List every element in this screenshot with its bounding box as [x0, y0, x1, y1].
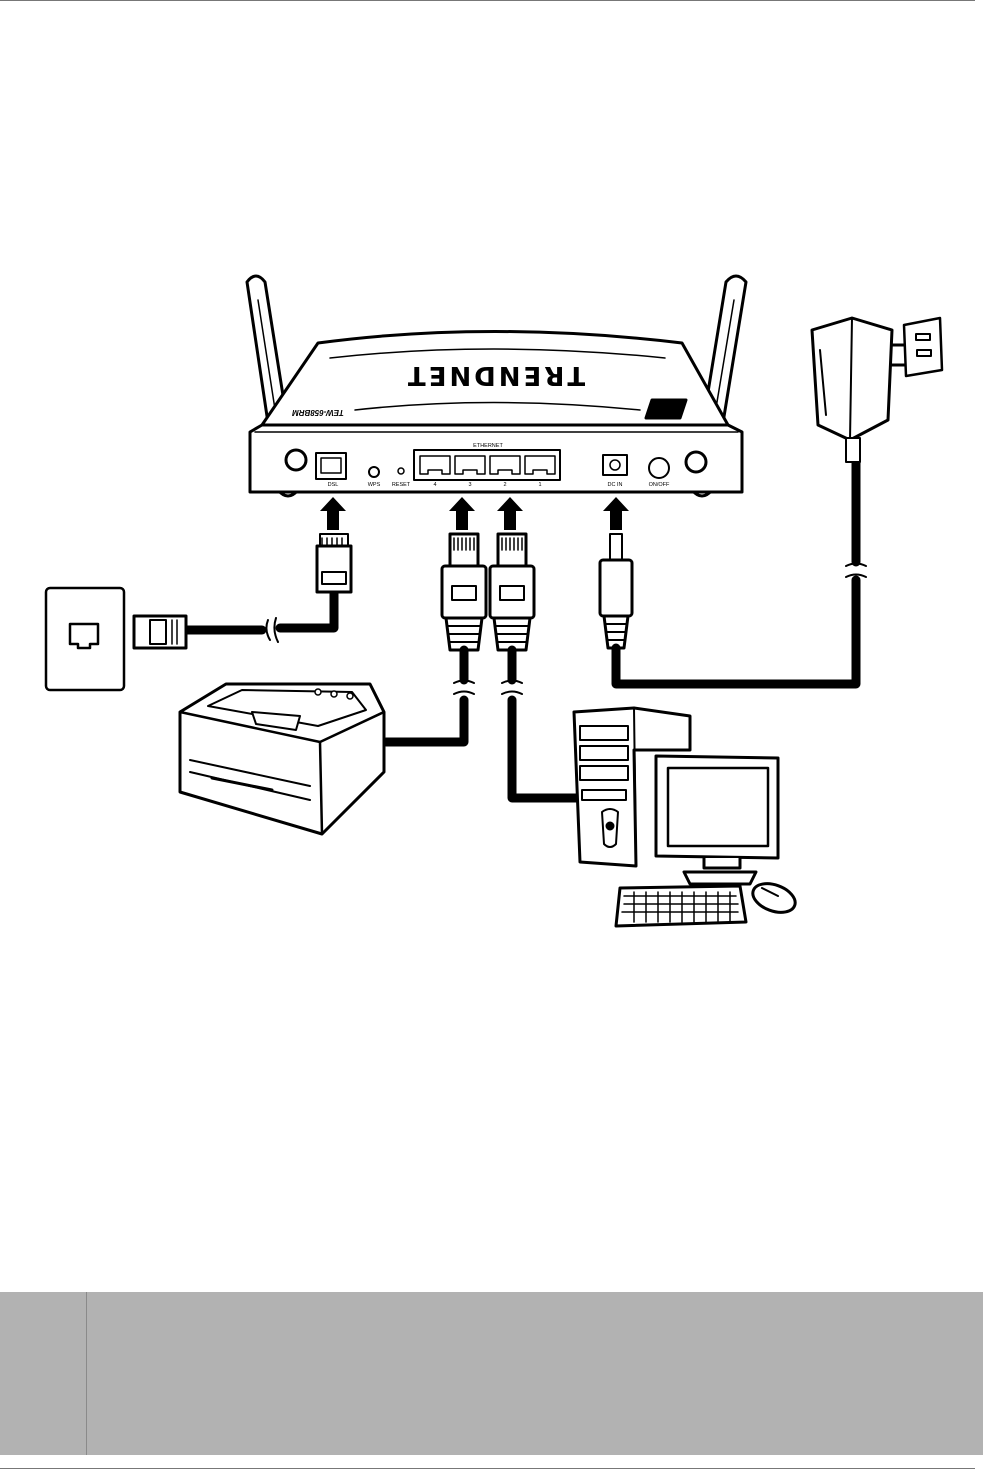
- dsl-plug-router: [317, 534, 351, 592]
- wps-label: WPS: [368, 482, 381, 488]
- ethernet-plug-lan3: [442, 534, 486, 650]
- computer-ethernet-cable: [502, 650, 578, 798]
- printer: [180, 684, 384, 834]
- power-cable: [616, 460, 866, 684]
- wall-power-outlet: [904, 318, 942, 376]
- arrow-up-dsl: [320, 497, 346, 530]
- dc-in-port: [603, 455, 627, 475]
- arrow-up-lan2: [497, 497, 523, 530]
- lan-port-4-label: 4: [433, 482, 436, 488]
- power-adapter: [812, 318, 908, 462]
- arrow-up-dc-in: [603, 497, 629, 530]
- reset-hole: [398, 468, 404, 474]
- wall-phone-jack: [46, 588, 124, 690]
- dc-in-label: DC IN: [608, 482, 623, 488]
- ethernet-label: ETHERNET: [473, 443, 503, 449]
- router-model-label: TEW-658BRM: [292, 408, 344, 417]
- mouse: [749, 878, 799, 917]
- lan-port-2-label: 2: [503, 482, 506, 488]
- lan-port-1-label: 1: [538, 482, 541, 488]
- dsl-port: [316, 453, 346, 479]
- on-off-label: ON/OFF: [649, 482, 670, 488]
- network-setup-diagram: TRENDNET TEW-658BRM DSL WPS RESET ETHERN…: [0, 0, 983, 1000]
- wps-button: [369, 467, 379, 477]
- dsl-port-label: DSL: [328, 482, 339, 488]
- note-label: [0, 1292, 87, 1455]
- dsl-plug-wall: [134, 616, 186, 648]
- dc-power-plug: [600, 534, 632, 648]
- monitor: [656, 756, 778, 884]
- printer-ethernet-cable: [386, 650, 474, 742]
- dsl-cable: [186, 592, 334, 642]
- power-switch: [649, 458, 669, 478]
- note-box: [0, 1292, 983, 1455]
- router-brand-logo: TRENDNET: [405, 360, 585, 390]
- ethernet-port-block: [414, 450, 560, 480]
- keyboard: [616, 886, 746, 926]
- arrow-up-lan3: [449, 497, 475, 530]
- reset-label: RESET: [392, 482, 411, 488]
- bottom-rule: [0, 1468, 975, 1469]
- lan-port-3-label: 3: [468, 482, 471, 488]
- ethernet-plug-lan2: [490, 534, 534, 650]
